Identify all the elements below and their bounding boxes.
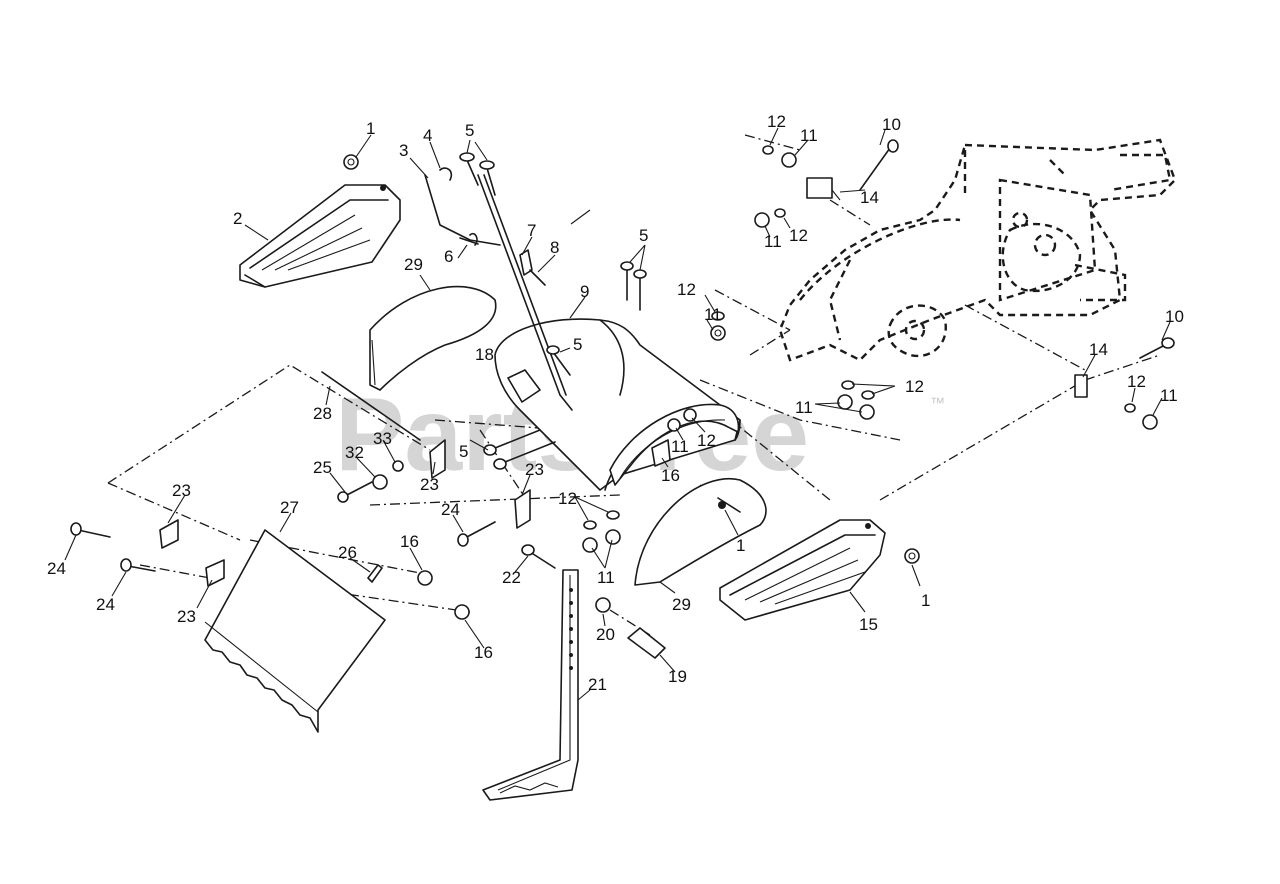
callout-c12g: 12 xyxy=(558,489,577,508)
callout-c4: 4 xyxy=(423,126,432,145)
callout-c33: 33 xyxy=(373,429,392,448)
watermark-trademark: ™ xyxy=(930,395,945,412)
callout-c16a: 16 xyxy=(661,466,680,485)
callout-c12f: 12 xyxy=(1127,372,1146,391)
callout-c16b: 16 xyxy=(400,532,419,551)
callout-c11a: 11 xyxy=(800,126,818,145)
part-27-deflector xyxy=(204,529,386,733)
callout-c1c: 1 xyxy=(921,591,930,610)
callout-c15: 15 xyxy=(859,615,878,634)
callout-c5d: 5 xyxy=(459,442,468,461)
callout-c5a: 5 xyxy=(465,121,474,140)
callout-c18: 18 xyxy=(475,345,494,364)
callout-c14b: 14 xyxy=(1089,340,1108,359)
callout-c32: 32 xyxy=(345,443,364,462)
callout-c12e: 12 xyxy=(697,431,716,450)
callout-c16c: 16 xyxy=(474,643,493,662)
callout-leaders xyxy=(64,127,1171,701)
callout-c12d: 12 xyxy=(905,377,924,396)
callout-c27: 27 xyxy=(280,498,299,517)
callout-c29a: 29 xyxy=(404,255,423,274)
part-29-tine-shield-left xyxy=(369,285,497,391)
callout-c24b: 24 xyxy=(96,595,115,614)
callout-c20: 20 xyxy=(596,625,615,644)
hardware-nuts-washers xyxy=(159,145,1158,620)
part-29-tine-shield-right xyxy=(634,477,767,586)
callout-c11g: 11 xyxy=(597,568,615,587)
callout-c26: 26 xyxy=(338,543,357,562)
callout-c8: 8 xyxy=(550,238,559,257)
part-21-depth-stick xyxy=(482,569,579,801)
callout-c23b: 23 xyxy=(525,460,544,479)
callout-c12a: 12 xyxy=(767,112,786,131)
callout-c23a: 23 xyxy=(172,481,191,500)
callout-c29b: 29 xyxy=(672,595,691,614)
callout-c11e: 11 xyxy=(671,437,689,456)
callout-c11d: 11 xyxy=(795,398,813,417)
callout-c5c: 5 xyxy=(573,335,582,354)
callout-c24c: 24 xyxy=(441,500,460,519)
callout-c9: 9 xyxy=(580,282,589,301)
callout-c14a: 14 xyxy=(860,188,879,207)
callout-c11f: 11 xyxy=(1160,386,1178,405)
callout-c12b: 12 xyxy=(789,226,808,245)
bolts xyxy=(70,139,1175,659)
callout-c19: 19 xyxy=(668,667,687,686)
callout-c23c: 23 xyxy=(420,475,439,494)
callout-c28: 28 xyxy=(313,404,332,423)
callout-c21: 21 xyxy=(588,675,607,694)
callout-c2: 2 xyxy=(233,209,242,228)
callout-c7: 7 xyxy=(527,221,536,240)
transmission-housing-phantom xyxy=(778,138,1177,362)
callout-c1b: 1 xyxy=(736,536,745,555)
callout-c23d: 23 xyxy=(177,607,196,626)
callout-c3: 3 xyxy=(399,141,408,160)
callout-c6: 6 xyxy=(444,247,453,266)
callout-c10a: 10 xyxy=(882,115,901,134)
callout-c25: 25 xyxy=(313,458,332,477)
linkage-assembly xyxy=(424,167,573,411)
callout-c11c: 11 xyxy=(704,305,722,324)
callout-c5b: 5 xyxy=(639,226,648,245)
part-2-skid-plate xyxy=(239,184,401,288)
part-15-skid-plate xyxy=(719,519,886,621)
callout-c24a: 24 xyxy=(47,559,66,578)
callout-c10b: 10 xyxy=(1165,307,1184,326)
callout-c11b: 11 xyxy=(764,232,782,251)
callout-c12c: 12 xyxy=(677,280,696,299)
callout-c22: 22 xyxy=(502,568,521,587)
callout-c1a: 1 xyxy=(366,119,375,138)
